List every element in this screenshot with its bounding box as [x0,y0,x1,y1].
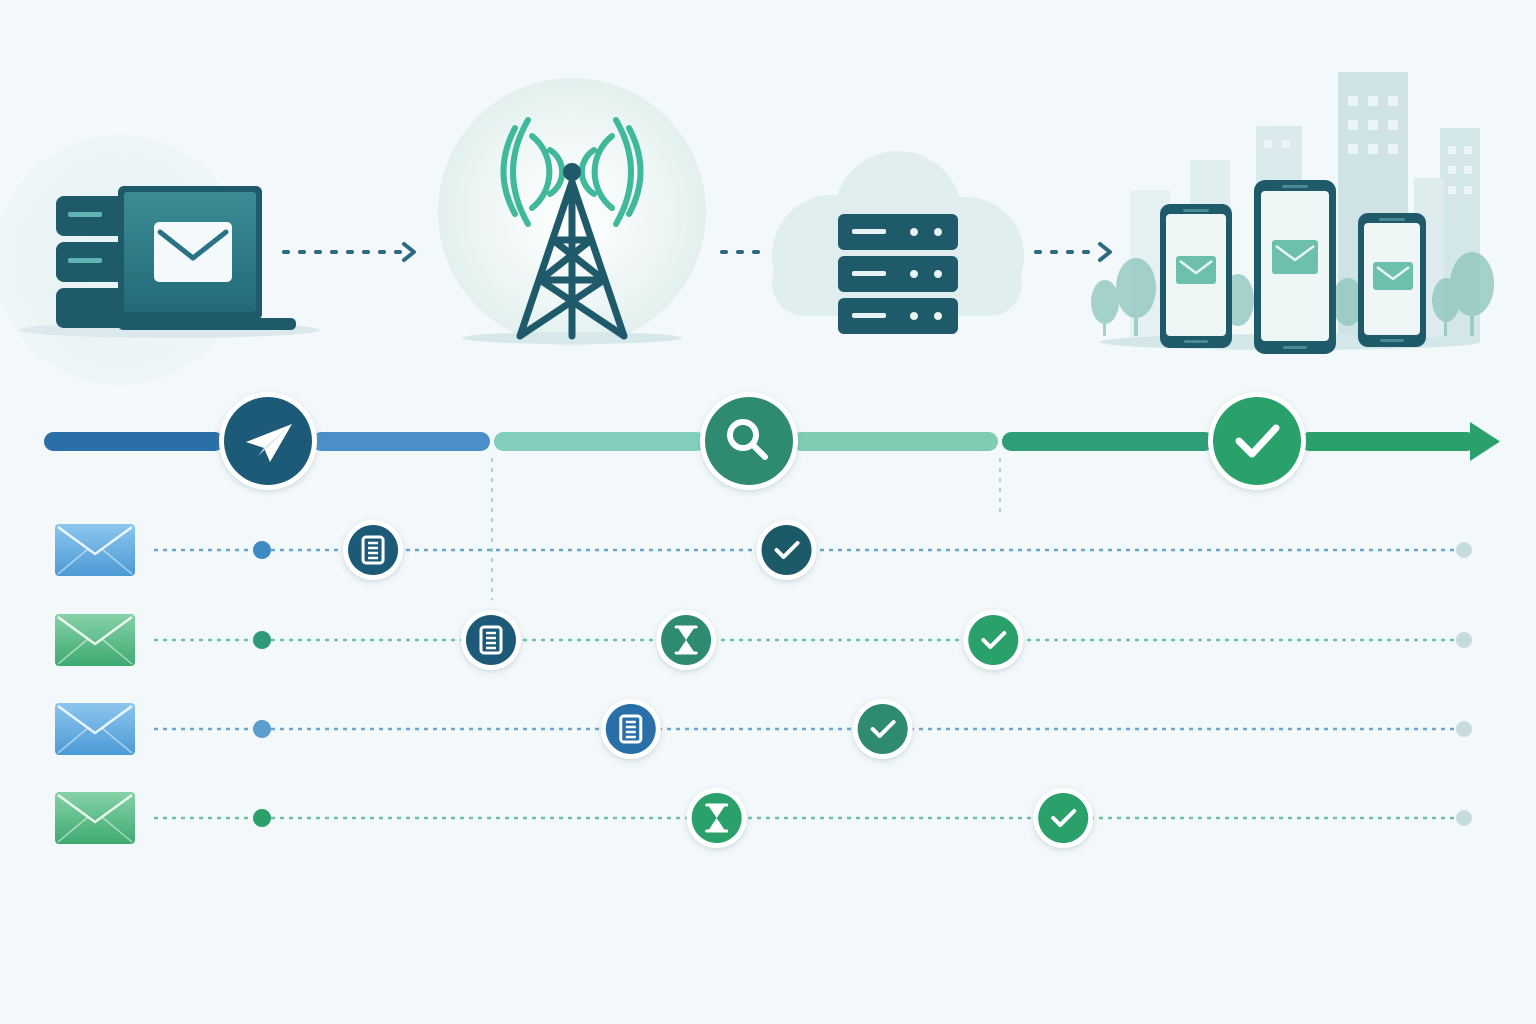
message-event-document[interactable] [343,520,404,580]
message-end-dot [1456,810,1472,826]
paper-plane-icon [246,424,292,462]
message-event-document[interactable] [600,699,661,759]
envelope-icon [1272,240,1318,274]
stage-review-marker[interactable] [700,392,798,490]
phone-icon [1358,213,1426,347]
envelope-icon[interactable] [55,524,135,576]
envelope-icon[interactable] [55,614,135,666]
message-event-check[interactable] [852,699,913,759]
hourglass-icon [674,625,698,655]
stage-timeline [44,392,1500,600]
document-icon [479,625,503,655]
message-start-dot [253,809,271,827]
message-start-dot [253,631,271,649]
stage-segment-delivered-right [1300,432,1476,451]
message-rows [55,520,1472,848]
check-icon [981,631,1007,649]
hourglass-icon [705,803,729,833]
sender-station [0,135,320,385]
server-stack-icon [56,196,134,328]
cloud-server-station [772,151,1024,334]
message-event-document[interactable] [460,610,521,670]
cell-tower-station [438,78,706,346]
check-icon [1051,809,1077,827]
stage-send-marker[interactable] [219,392,317,490]
stage-segment-send-right [312,432,490,451]
laptop-icon [118,186,296,330]
envelope-icon [1176,256,1216,284]
message-event-check[interactable] [963,610,1024,670]
magnifier-icon [727,419,768,460]
message-event-check[interactable] [756,520,817,580]
message-row [55,699,1472,759]
flow-arrow-1 [282,242,416,262]
message-event-check[interactable] [1033,788,1094,848]
server-rack-icon [838,214,958,334]
message-row [55,610,1472,670]
document-icon [361,535,385,565]
check-icon [774,541,800,559]
message-end-dot [1456,632,1472,648]
message-end-dot [1456,542,1472,558]
phone-icon [1160,204,1232,348]
check-icon [1235,424,1280,458]
envelope-icon[interactable] [55,792,135,844]
timeline-arrowhead [1470,422,1500,461]
stage-delivered-marker[interactable] [1208,392,1306,490]
flow-arrow-3 [1034,242,1112,262]
message-start-dot [253,720,271,738]
signal-waves-icon [500,117,644,227]
message-start-dot [253,541,271,559]
stage-segment-delivered-left [1002,432,1214,451]
recipients-station [1091,72,1494,354]
check-icon [870,720,896,738]
phone-icon [1254,180,1336,354]
envelope-icon [154,222,232,282]
message-end-dot [1456,721,1472,737]
envelope-icon [1373,262,1413,290]
stage-segment-review-left [494,432,706,451]
stage-segment-send-left [44,432,224,451]
stage-segment-review-right [792,432,998,451]
envelope-icon[interactable] [55,703,135,755]
message-event-hourglass[interactable] [656,610,717,670]
cell-tower-icon [516,163,628,340]
message-event-hourglass[interactable] [686,788,747,848]
document-icon [619,714,643,744]
message-row [55,788,1472,848]
message-row [55,520,1472,580]
